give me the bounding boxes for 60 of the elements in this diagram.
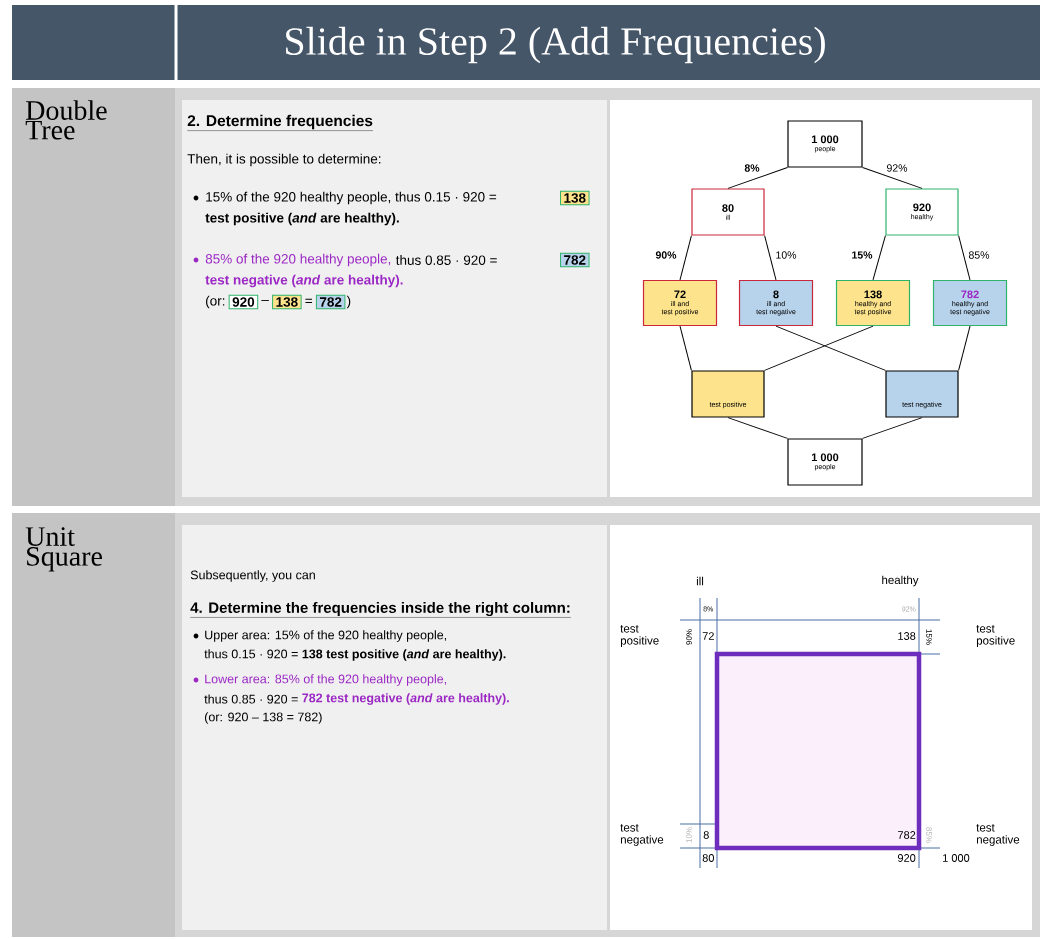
- value: 8: [703, 831, 709, 839]
- text: Upper area: 15% of the 920 healthy people,: [205, 630, 447, 642]
- connector-line: [958, 325, 971, 371]
- edge-label: 92%: [885, 163, 909, 173]
- highlighted-number: 782: [560, 252, 590, 268]
- connector-line: [872, 235, 886, 281]
- connector-line: [862, 167, 923, 189]
- value: 80: [702, 854, 714, 862]
- percentage: 85%: [926, 827, 932, 843]
- edge-label: 8%: [743, 163, 761, 173]
- operator: –: [261, 300, 269, 301]
- edge-label: 15%: [850, 250, 874, 260]
- row-label: test negative: [976, 824, 1020, 846]
- connector-line: [958, 235, 971, 281]
- value: 1 000: [943, 854, 970, 862]
- text: thus 0.85 · 920 =: [204, 694, 298, 704]
- highlighted-number: 138: [272, 294, 302, 310]
- connector-line: [862, 417, 923, 439]
- connector-line: [764, 325, 874, 371]
- operator: =: [305, 298, 313, 304]
- text: Subsequently, you can: [190, 570, 315, 582]
- edge-label: 85%: [967, 250, 991, 260]
- edge-label: 10%: [774, 250, 798, 260]
- highlighted-number: 138: [560, 190, 590, 206]
- text: 782 test negative (and are healthy).: [302, 693, 509, 705]
- row-label: test positive: [976, 625, 1015, 647]
- text: Lower area: 85% of the 920 healthy people,: [205, 674, 447, 686]
- title-banner: Slide in Step 2 (Add Frequencies): [12, 5, 1040, 80]
- text: thus 0.85 · 920 =: [395, 255, 497, 265]
- connector-line: [775, 325, 886, 371]
- edge-label: 90%: [654, 250, 678, 260]
- text: 15% of the 920 healthy people, thus 0.15 · 920 =: [206, 191, 497, 205]
- percentage: 10%: [686, 827, 692, 843]
- row-label: test positive: [620, 625, 659, 647]
- row-heading: Unit Square: [25, 527, 102, 572]
- connector-line: [764, 235, 777, 281]
- row-label: test negative: [620, 824, 664, 846]
- text: thus 0.15 · 920 = 138 test positive (and are healthy).: [204, 649, 506, 661]
- value: 72: [702, 632, 714, 640]
- highlighted-number: 782: [315, 294, 346, 310]
- heading: 2. Determine frequencies: [187, 114, 374, 131]
- column-label: healthy: [882, 575, 919, 587]
- percentage: 90%: [686, 629, 692, 645]
- value: 920: [897, 854, 916, 862]
- connector-line: [727, 417, 788, 439]
- text: test negative (and are healthy).: [205, 274, 403, 288]
- highlighted-number: 920: [228, 294, 259, 310]
- heading: 4. Determine the frequencies inside the right column:: [190, 601, 572, 618]
- text: Then, it is possible to determine:: [187, 153, 381, 167]
- text: (or: 920 – 138 = 782): [205, 712, 322, 724]
- row-heading: Double Tree: [25, 100, 107, 140]
- text: test positive (and are healthy).: [205, 212, 399, 226]
- connector-line: [679, 325, 692, 371]
- value: 782: [898, 831, 916, 839]
- connector-line: [679, 235, 692, 281]
- value: 138: [898, 632, 916, 640]
- text: 85% of the 920 healthy people,: [205, 253, 391, 267]
- column-label: ill: [696, 576, 704, 586]
- percentage: 15%: [926, 629, 932, 645]
- connector-line: [727, 167, 788, 189]
